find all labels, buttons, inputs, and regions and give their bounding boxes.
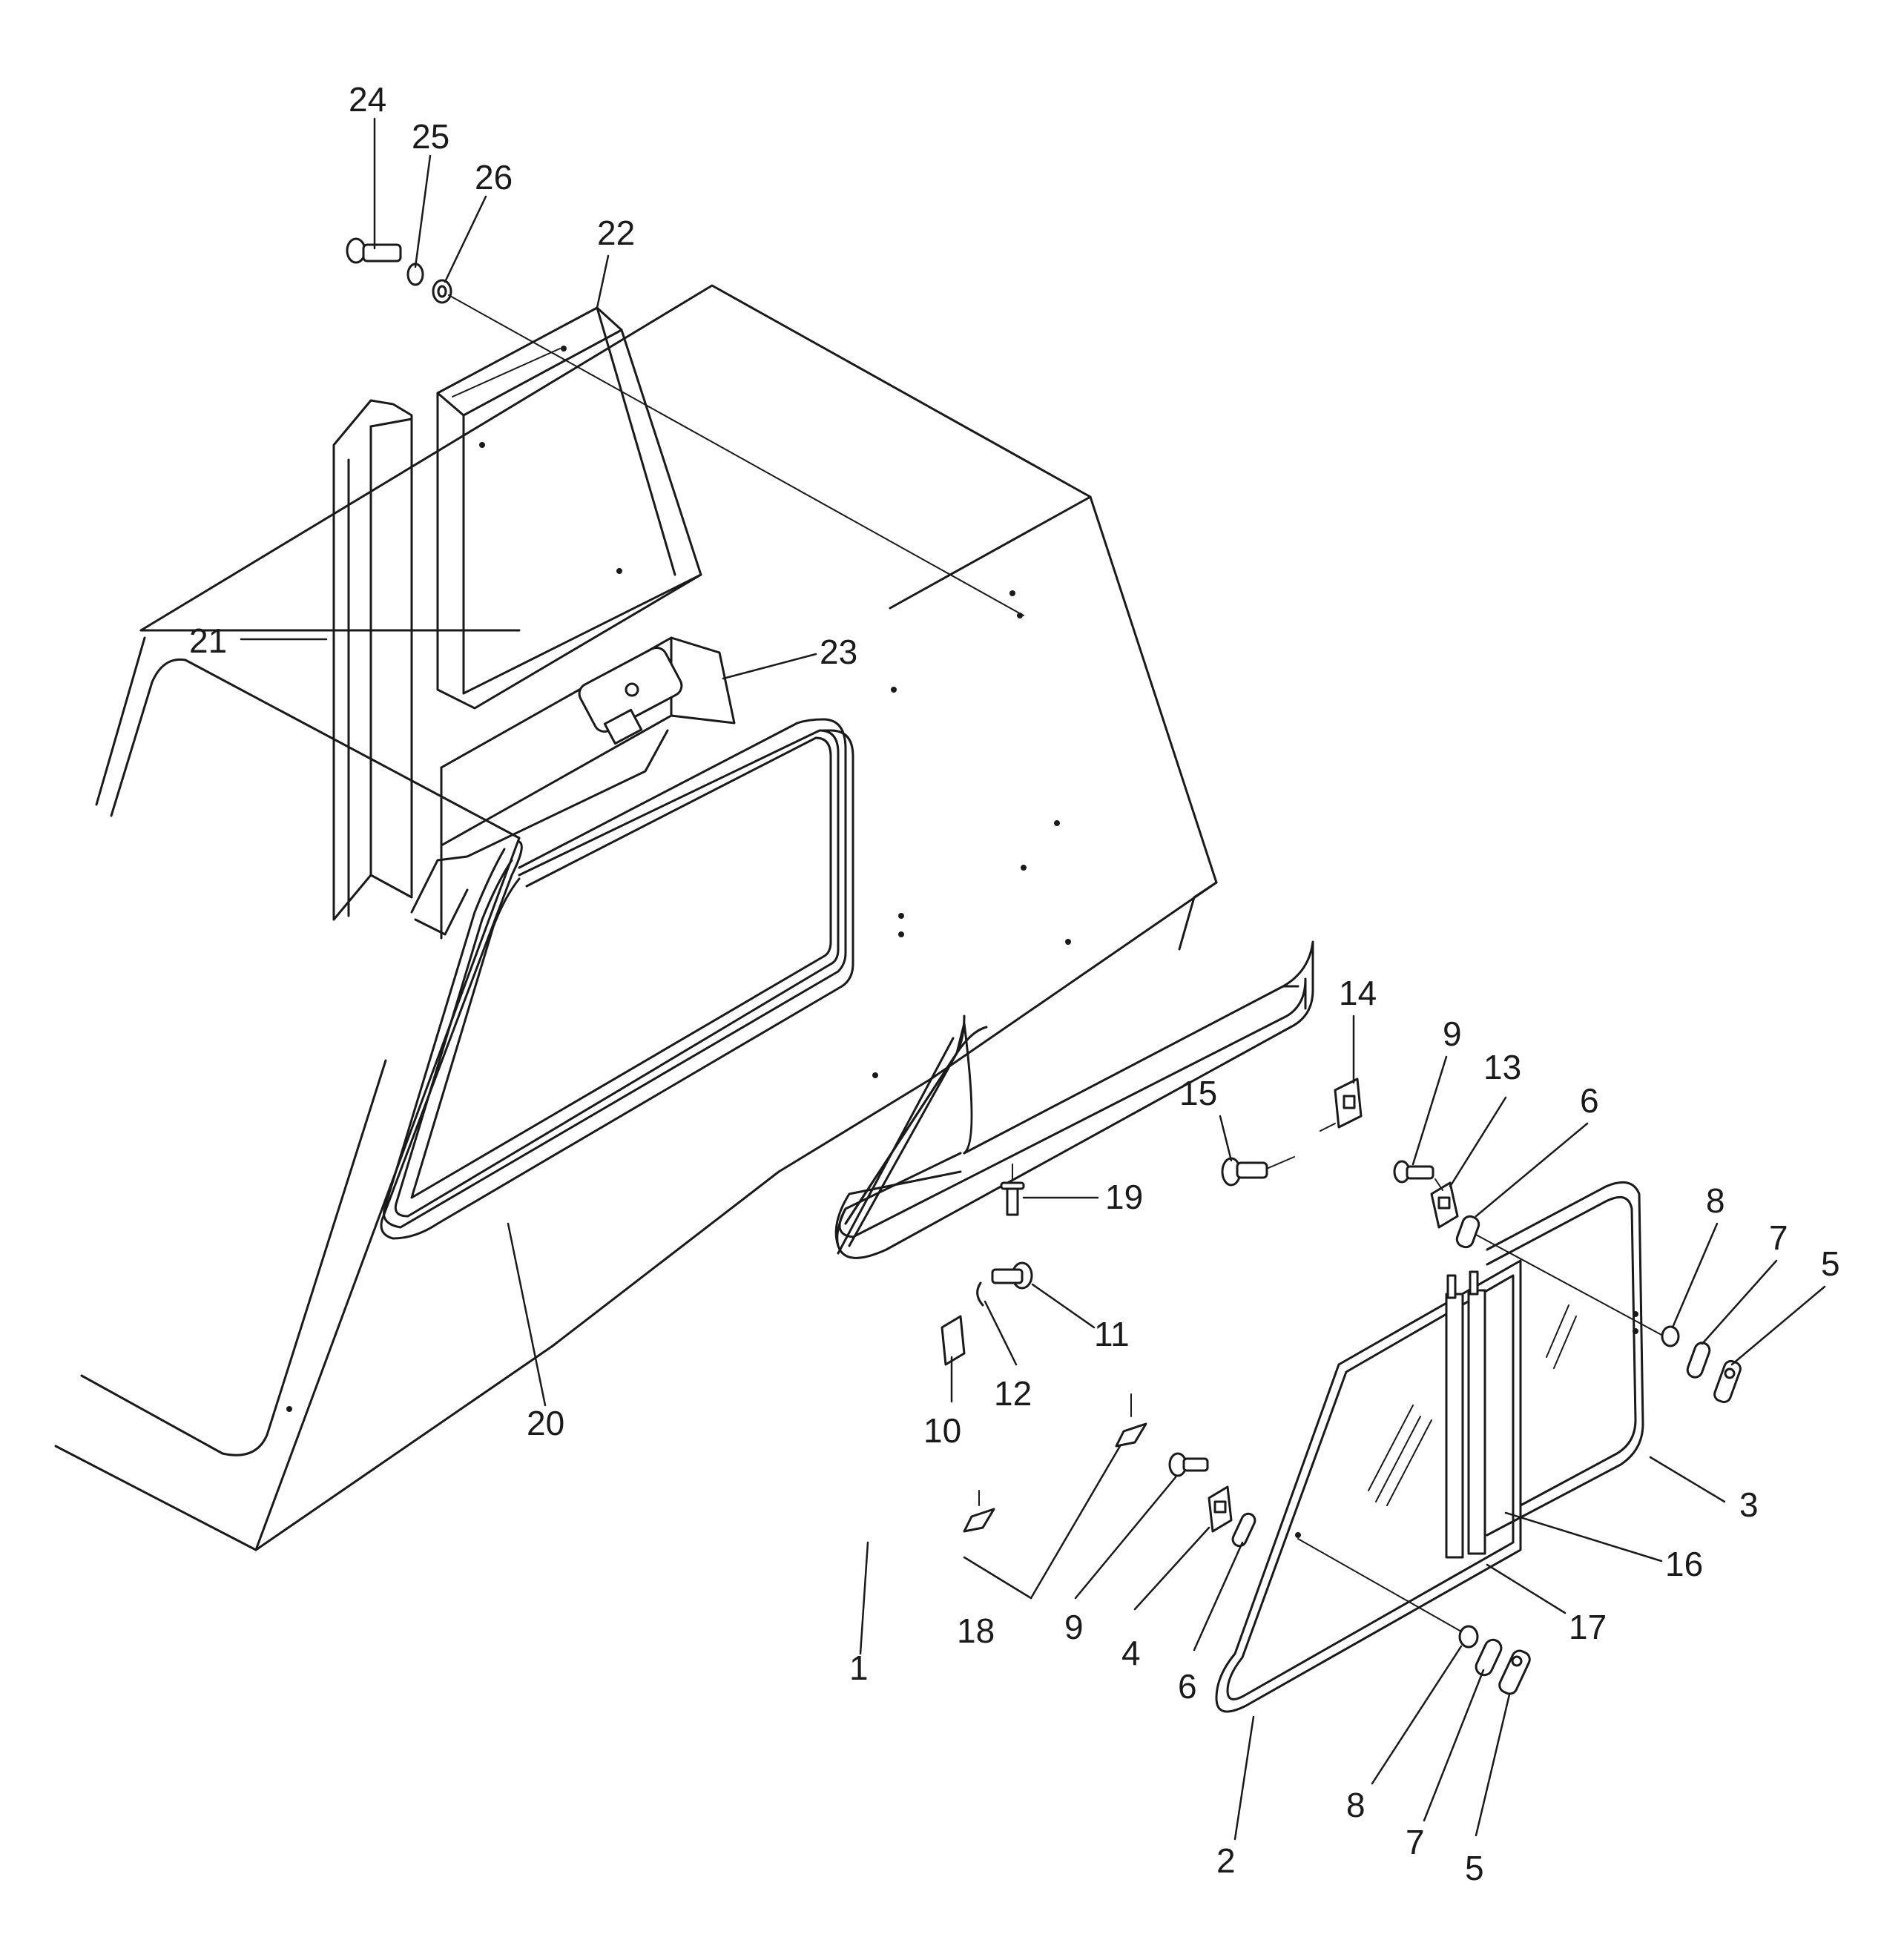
callout-4: 4 <box>1121 1634 1141 1672</box>
cab-body <box>54 284 1218 1551</box>
callout-7-lower: 7 <box>1406 1823 1425 1861</box>
callout-6-top: 6 <box>1580 1081 1599 1120</box>
part-1-frame <box>834 940 1314 1259</box>
callout-12: 12 <box>994 1374 1032 1413</box>
callout-labels: 24 25 26 22 21 23 20 14 9 13 6 15 19 8 7… <box>189 80 1840 1887</box>
callout-6-lower: 6 <box>1178 1667 1197 1706</box>
leader-lines <box>240 117 1826 1841</box>
callout-20: 20 <box>527 1404 564 1442</box>
callout-25: 25 <box>412 117 449 156</box>
center-lines <box>448 294 1662 1632</box>
callout-13: 13 <box>1483 1048 1521 1086</box>
part-20-seal <box>380 718 854 1240</box>
part-21-pillar <box>332 399 413 921</box>
part-24-bolt <box>346 237 402 264</box>
callout-17: 17 <box>1569 1608 1607 1646</box>
callout-1: 1 <box>849 1649 869 1687</box>
callout-14: 14 <box>1339 974 1377 1012</box>
callout-9-lower: 9 <box>1064 1608 1084 1646</box>
callout-23: 23 <box>820 633 857 671</box>
callout-5-top: 5 <box>1821 1244 1840 1283</box>
callout-24: 24 <box>349 80 386 119</box>
part-3-glass <box>1486 1181 1644 1537</box>
callout-21: 21 <box>189 621 227 660</box>
callout-9-top: 9 <box>1443 1014 1462 1053</box>
callout-8-lower: 8 <box>1346 1786 1366 1824</box>
callout-11: 11 <box>1094 1315 1130 1353</box>
callout-19: 19 <box>1105 1178 1143 1216</box>
callout-16: 16 <box>1665 1545 1703 1583</box>
callout-26: 26 <box>475 158 513 197</box>
part-2-glass <box>1215 1259 1522 1713</box>
callout-5-lower: 5 <box>1465 1849 1484 1887</box>
callout-10: 10 <box>923 1411 961 1450</box>
part-23-bracket <box>410 636 736 940</box>
callout-7-top: 7 <box>1769 1218 1788 1257</box>
callout-18: 18 <box>957 1611 995 1650</box>
part-16-17-rails <box>1445 1270 1486 1559</box>
hardware <box>346 237 1742 1695</box>
callout-15: 15 <box>1179 1074 1217 1112</box>
callout-3: 3 <box>1739 1485 1759 1524</box>
callout-8-top: 8 <box>1706 1181 1725 1220</box>
callout-22: 22 <box>597 214 635 252</box>
callout-2: 2 <box>1216 1841 1236 1880</box>
